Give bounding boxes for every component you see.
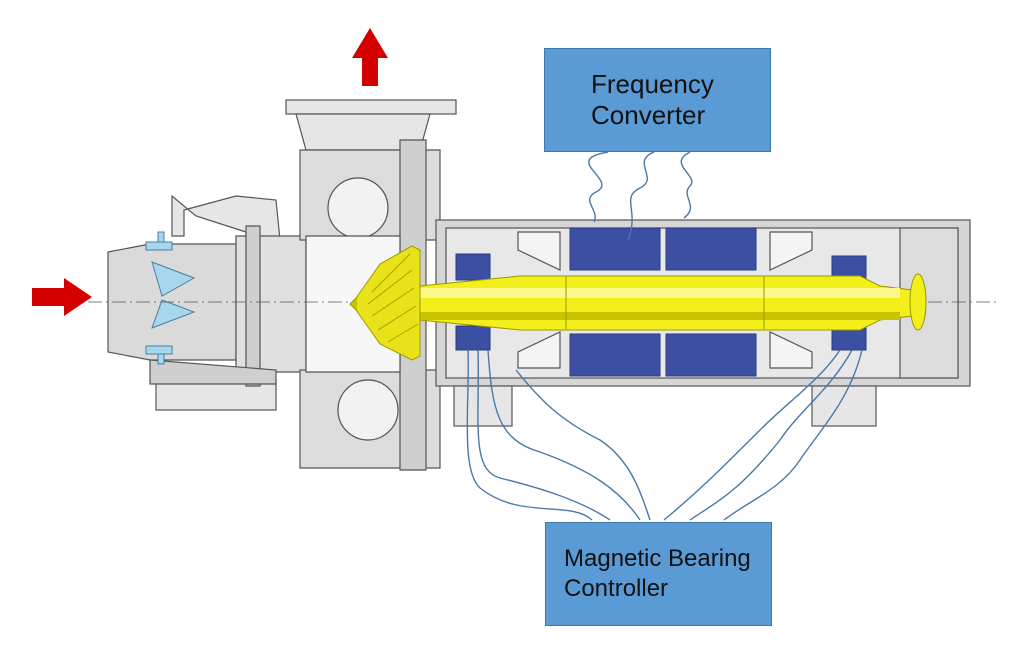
frequency-converter-label-line2: Converter (591, 100, 706, 130)
magnetic-bearing-controller-box: Magnetic Bearing Controller (545, 522, 772, 626)
frequency-converter-box: Frequency Converter (544, 48, 771, 152)
magnetic-bearing-controller-label-line2: Controller (564, 575, 669, 602)
motor-stator (569, 227, 757, 377)
frequency-converter-cables (588, 151, 693, 241)
inlet-housing (107, 194, 307, 411)
inlet-guide-vanes (145, 231, 196, 365)
inlet-flow-arrow-icon (32, 278, 92, 316)
magnetic-bearing-controller-label-line1: Magnetic Bearing (564, 545, 751, 572)
frequency-converter-label-line1: Frequency (591, 69, 714, 99)
rotor-shaft (419, 273, 927, 331)
bearing-controller-cables (466, 349, 863, 521)
impeller (349, 245, 421, 361)
outlet-flow-arrow-icon (352, 28, 388, 86)
